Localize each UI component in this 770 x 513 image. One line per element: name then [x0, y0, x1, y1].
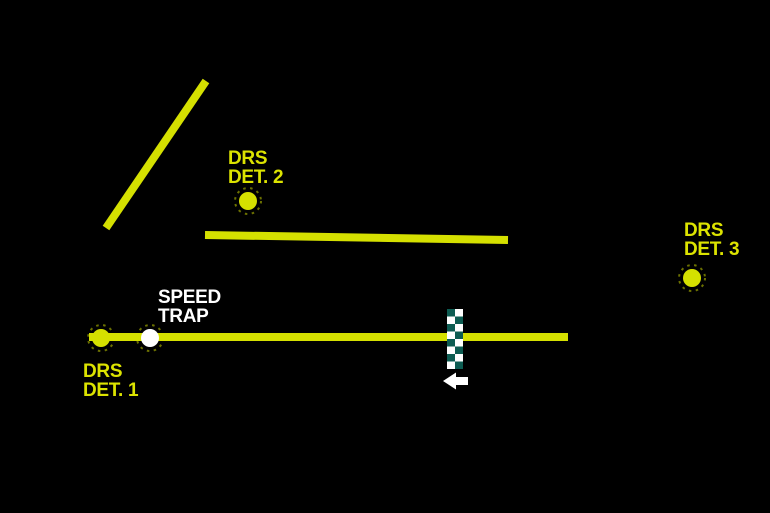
speed-trap-marker — [141, 329, 159, 347]
drs-det-2-marker — [239, 192, 257, 210]
drs-det-1-ring — [87, 324, 115, 352]
track-segment-middle-straight — [204, 231, 509, 244]
finish-line-checkered-icon — [447, 309, 463, 369]
speed-trap-ring — [136, 324, 164, 352]
speed-trap-label: SPEED TRAP — [158, 287, 221, 327]
drs-det-3-label: DRS DET. 3 — [684, 220, 740, 260]
drs-det-3-marker — [683, 269, 701, 287]
drs-det-2-ring — [234, 187, 262, 215]
race-direction-arrow-icon — [443, 372, 468, 390]
drs-det-1-label: DRS DET. 1 — [83, 361, 139, 401]
track-segment-diagonal — [102, 78, 210, 231]
drs-det-2-label: DRS DET. 2 — [228, 148, 284, 188]
drs-det-3-ring — [678, 264, 706, 292]
drs-det-1-marker — [92, 329, 110, 347]
